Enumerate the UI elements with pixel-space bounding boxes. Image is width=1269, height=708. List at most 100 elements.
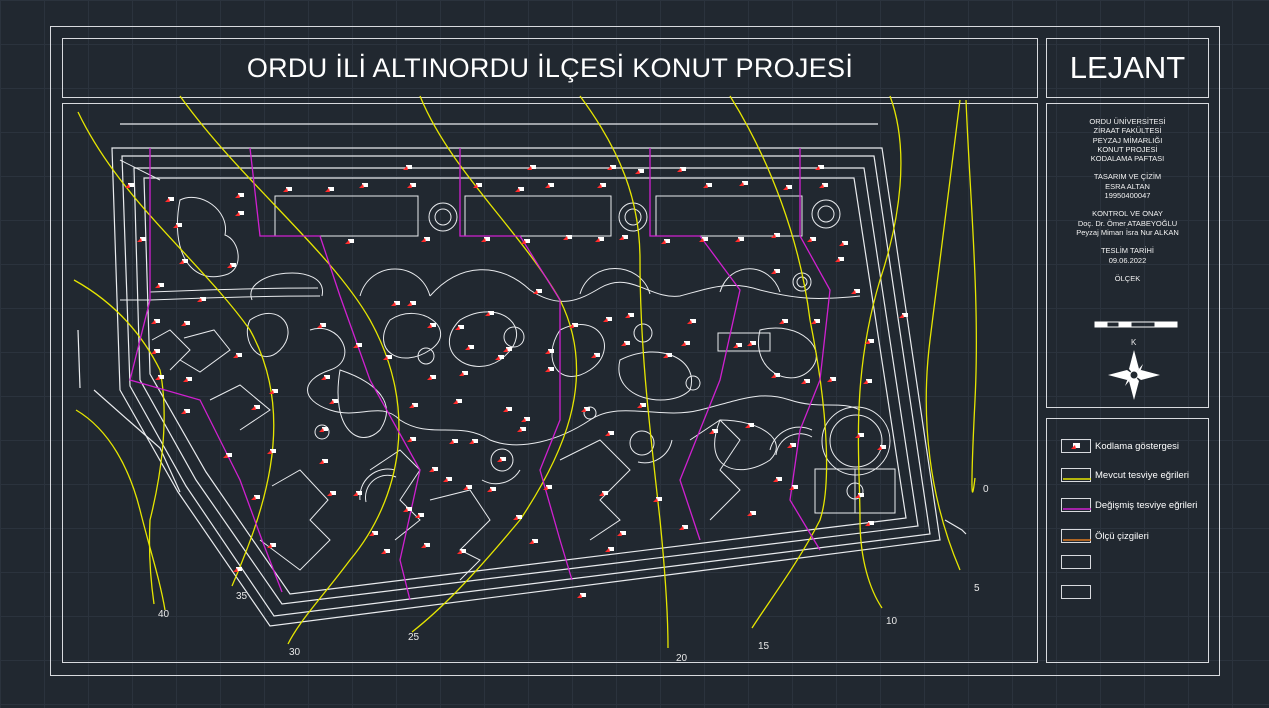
coding-marker-arrow xyxy=(835,258,840,262)
coding-markers xyxy=(125,165,908,598)
coding-marker-arrow xyxy=(625,314,630,318)
coding-marker-arrow xyxy=(527,166,532,170)
coding-marker-arrow xyxy=(183,378,188,382)
coding-marker-icon xyxy=(322,459,328,463)
drawing-frame xyxy=(62,103,1038,663)
coding-marker-arrow xyxy=(269,390,274,394)
coding-marker-arrow xyxy=(735,238,740,242)
coding-marker-icon xyxy=(814,319,820,323)
coding-marker-icon xyxy=(500,457,506,461)
coding-marker-icon xyxy=(858,433,864,437)
coding-marker-icon xyxy=(184,321,190,325)
contour-label-15: 15 xyxy=(758,641,770,652)
coding-marker-arrow xyxy=(513,516,518,520)
coding-marker-arrow xyxy=(415,514,420,518)
coding-marker-icon xyxy=(818,165,824,169)
coding-marker-arrow xyxy=(327,492,332,496)
coding-marker-icon xyxy=(530,165,536,169)
coding-marker-icon xyxy=(548,349,554,353)
coding-marker-icon xyxy=(128,183,134,187)
coding-marker-arrow xyxy=(359,184,364,188)
coding-marker-icon xyxy=(430,375,436,379)
yellow-line-icon xyxy=(1061,468,1091,482)
coding-marker-icon xyxy=(184,409,190,413)
coding-marker-icon xyxy=(200,297,206,301)
title-frame xyxy=(62,38,1038,98)
coding-marker-arrow xyxy=(457,550,462,554)
coding-marker-icon xyxy=(158,375,164,379)
coding-marker-arrow xyxy=(653,498,658,502)
coding-marker-icon xyxy=(424,237,430,241)
coding-marker-arrow xyxy=(771,374,776,378)
coding-marker-arrow xyxy=(569,324,574,328)
coding-marker-arrow xyxy=(789,486,794,490)
coding-marker-icon xyxy=(330,491,336,495)
coding-marker-icon xyxy=(406,165,412,169)
coding-marker-icon xyxy=(516,515,522,519)
lejant-title-frame xyxy=(1046,38,1209,98)
coding-marker-icon xyxy=(230,263,236,267)
coding-marker-icon xyxy=(520,427,526,431)
coding-marker-icon xyxy=(532,539,538,543)
coding-marker-arrow xyxy=(745,424,750,428)
coding-marker-arrow xyxy=(453,400,458,404)
institution-line: ZİRAAT FAKÜLTESİ xyxy=(1093,126,1162,136)
coding-marker-arrow xyxy=(811,320,816,324)
coding-marker-icon xyxy=(580,593,586,597)
institution-line: ORDU ÜNİVERSİTESİ xyxy=(1089,117,1166,126)
date-value: 09.06.2022 xyxy=(1108,255,1147,265)
coding-marker-arrow xyxy=(603,318,608,322)
coding-marker-arrow xyxy=(517,428,522,432)
coding-marker-arrow xyxy=(545,184,550,188)
coding-marker-icon xyxy=(506,407,512,411)
coding-marker-arrow xyxy=(699,238,704,242)
coding-marker-icon xyxy=(602,491,608,495)
coding-marker-arrow xyxy=(807,238,812,242)
apartment-blocks xyxy=(274,195,803,352)
coding-marker-icon xyxy=(786,185,792,189)
coding-marker-arrow xyxy=(851,290,856,294)
coding-marker-icon xyxy=(468,345,474,349)
coding-marker-icon xyxy=(524,417,530,421)
coding-marker-arrow xyxy=(855,434,860,438)
coding-marker-arrow xyxy=(521,418,526,422)
coding-marker-arrow xyxy=(855,494,860,498)
coding-marker-icon xyxy=(838,257,844,261)
coding-marker-arrow xyxy=(739,182,744,186)
coding-marker-arrow xyxy=(409,404,414,408)
institution-line: KODALAMA PAFTASI xyxy=(1090,154,1165,164)
coding-marker-arrow xyxy=(227,264,232,268)
coding-marker-icon xyxy=(236,353,242,357)
coding-marker-arrow xyxy=(709,430,714,434)
magenta-line-icon xyxy=(1061,498,1091,512)
design-label: TASARIM VE ÇİZİM xyxy=(1093,172,1162,182)
coding-marker-icon xyxy=(748,423,754,427)
title-block-info: ORDU ÜNİVERSİTESİ ZİRAAT FAKÜLTESİ PEYZA… xyxy=(1046,117,1209,283)
contour-label-5: 5 xyxy=(974,583,980,594)
coding-marker-arrow xyxy=(605,432,610,436)
changed-contours xyxy=(129,147,831,601)
coding-marker-arrow xyxy=(487,488,492,492)
coding-marker-arrow xyxy=(787,444,792,448)
coding-marker-arrow xyxy=(407,302,412,306)
coding-marker-icon xyxy=(384,549,390,553)
coding-marker-icon xyxy=(524,239,530,243)
coding-marker-arrow xyxy=(703,184,708,188)
coding-marker-arrow xyxy=(403,166,408,170)
coding-marker-arrow xyxy=(421,238,426,242)
coding-marker-icon xyxy=(566,235,572,239)
coding-marker-arrow xyxy=(403,508,408,512)
coding-marker-icon xyxy=(868,521,874,525)
coding-marker-icon xyxy=(466,485,472,489)
coding-marker-arrow xyxy=(463,486,468,490)
empty-legend-box xyxy=(1061,555,1091,569)
existing-contours xyxy=(73,95,977,649)
coding-marker-icon xyxy=(386,355,392,359)
coding-marker-arrow xyxy=(779,320,784,324)
coding-marker-icon xyxy=(684,341,690,345)
legend-frame xyxy=(1046,418,1209,663)
coding-marker-icon xyxy=(810,237,816,241)
coding-marker-icon xyxy=(324,375,330,379)
coding-marker-arrow xyxy=(155,284,160,288)
coding-marker-arrow xyxy=(485,312,490,316)
